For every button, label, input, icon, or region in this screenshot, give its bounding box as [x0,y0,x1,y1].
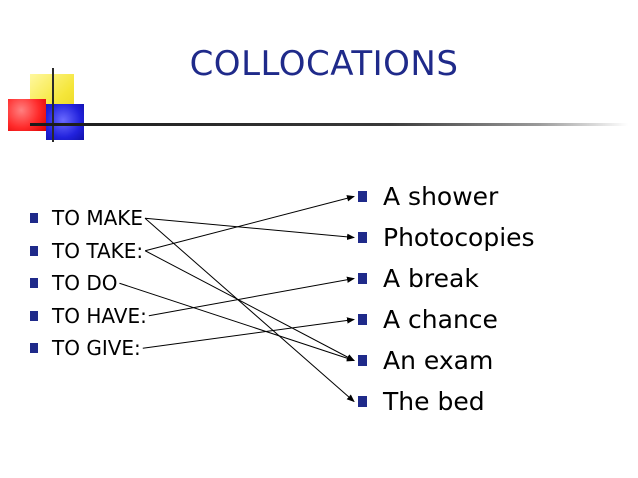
connection-arrow [142,317,355,349]
verb-item: TO DO [30,267,147,300]
noun-item: An exam [358,340,535,381]
verb-item: TO TAKE: [30,235,147,268]
verb-label: TO DO [52,271,118,296]
verb-label: TO GIVE: [52,336,141,361]
connection-arrow [144,217,355,403]
verb-label: TO MAKE [52,206,144,231]
noun-label: A chance [383,305,498,334]
square-bullet-icon [358,314,367,325]
verb-item: TO HAVE: [30,300,147,333]
square-bullet-icon [358,355,367,366]
connection-arrow [145,195,355,252]
noun-item: Photocopies [358,217,535,258]
connection-arrow [144,217,355,241]
title-rule [30,123,628,126]
square-bullet-icon [30,278,38,289]
square-bullet-icon [30,310,38,321]
noun-label: A shower [383,182,499,211]
square-bullet-icon [358,191,367,202]
noun-item: The bed [358,381,535,422]
verb-label: TO TAKE: [52,238,144,263]
verb-item: TO MAKE [30,202,147,235]
square-bullet-icon [358,273,367,284]
connection-arrow [144,250,355,361]
noun-label: Photocopies [383,223,535,252]
square-bullet-icon [358,396,367,407]
square-bullet-icon [358,232,367,243]
noun-item: A shower [358,176,535,217]
logo-vertical-line [52,68,54,142]
verb-label: TO HAVE: [52,303,147,328]
noun-label: The bed [383,387,485,416]
noun-label: An exam [383,346,494,375]
square-bullet-icon [30,343,38,354]
noun-item: A chance [358,299,535,340]
square-bullet-icon [30,213,38,224]
verb-item: TO GIVE: [30,332,147,365]
noun-list: A shower Photocopies A break A chance An… [358,176,535,422]
connection-arrow [148,276,355,317]
noun-label: A break [383,264,479,293]
square-bullet-icon [30,245,38,256]
connection-arrow [119,282,355,362]
noun-item: A break [358,258,535,299]
verb-list: TO MAKE TO TAKE: TO DO TO HAVE: TO GIVE: [30,202,147,365]
slide-title: COLLOCATIONS [189,44,459,84]
